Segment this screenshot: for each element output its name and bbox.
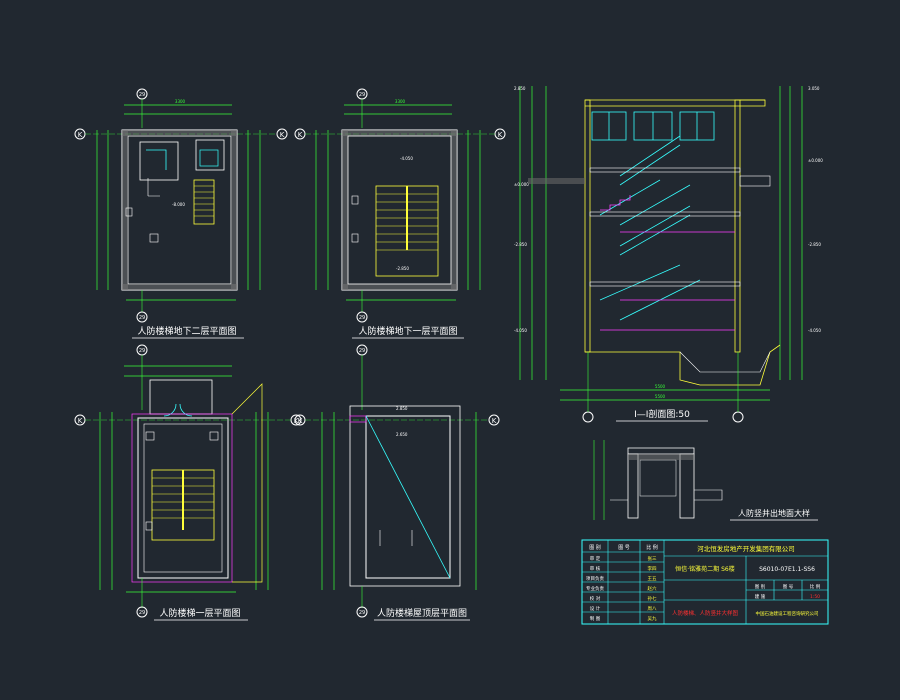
plan-b1: 29 3300 K K -4.050 -2.850 — [294, 88, 506, 339]
tb-company: 河北恒发房地产开发集团有限公司 — [697, 544, 795, 553]
section-pit — [585, 344, 781, 386]
axis-bubble-k-right-label: K — [280, 131, 285, 139]
tb-label: 设 计 — [590, 605, 601, 612]
axis-bubble-bottom-label: 29 — [139, 315, 145, 321]
title-block: 图 别 图 号 比 例 审 定 审 核 项目负责 专业负责 校 对 设 计 制 … — [581, 539, 829, 625]
svg-text:3.050: 3.050 — [808, 86, 820, 91]
tb-signer: 赵六 — [648, 585, 657, 592]
tb-drawing-no: S6010-07E1.1-SS6 — [759, 566, 815, 573]
section-1-1: 2.850 ±0.000 -2.850 -4.050 3.050 ±0.000 … — [514, 86, 823, 423]
tb-col-head-3: 比 例 — [646, 544, 658, 551]
tb-cell-head: 图 别 — [755, 583, 766, 590]
plan-b1-title: 人防楼梯地下一层平面图 — [358, 325, 457, 337]
tb-label: 校 对 — [590, 595, 601, 602]
dim-b1-top: 3300 — [395, 99, 406, 104]
b2-stair — [193, 179, 215, 225]
tb-col-head-2: 图 号 — [618, 545, 630, 551]
detail-title: 人防竖井出地面大样 — [738, 508, 810, 518]
axis-bubble-k-label: K — [298, 131, 303, 139]
axis-bubble-k-label: K — [492, 417, 497, 425]
axis-bubble-k-label: K — [294, 417, 299, 425]
tb-institute: 中国石油建设工程咨询研究公司 — [756, 610, 819, 617]
plan-f1-title: 人防楼梯一层平面图 — [159, 607, 240, 619]
plan-b2: 29 3300 K K - — [74, 88, 288, 339]
tb-cell-val: 建 施 — [755, 593, 766, 600]
roof-outline — [349, 405, 461, 587]
el-bot-left: -4.050 — [514, 328, 527, 333]
axis-bubble-k-label: K — [298, 417, 303, 425]
title-block-head: 图 别 图 号 比 例 — [589, 544, 658, 551]
svg-text:-2.850: -2.850 — [808, 242, 821, 247]
axis-bubble-bottom-label: 29 — [359, 610, 365, 616]
section-stair-flights — [599, 135, 701, 321]
tb-label: 审 核 — [590, 565, 601, 572]
section-windows — [591, 111, 715, 141]
svg-text:-8.000: -8.000 — [172, 202, 185, 207]
f1-wall-outer — [137, 417, 229, 579]
tb-label: 项目负责 — [586, 575, 604, 582]
section-wall-left — [584, 99, 591, 353]
tb-label: 专业负责 — [586, 585, 604, 592]
svg-text:2.850: 2.850 — [396, 406, 408, 411]
axis-bubble-top-label: 29 — [139, 348, 145, 354]
el-top-left: 2.850 — [514, 86, 526, 91]
tb-signer: 孙七 — [648, 595, 657, 602]
title-block-signers: 张三 李四 王五 赵六 孙七 周八 吴九 — [648, 555, 657, 622]
tb-drawing-name: 人防楼梯、人防竖井大样图 — [672, 609, 739, 617]
axis-bubble-top-label: 29 — [359, 348, 365, 354]
axis-bubble-bottom-label: 29 — [139, 610, 145, 616]
axis-bubble-top-label: 29 — [359, 92, 365, 98]
tb-signer: 李四 — [648, 565, 657, 572]
axis-bubble-top-label: 29 — [139, 92, 145, 98]
dim-sec-bot1: 5500 — [655, 384, 666, 389]
detail-shaft: 人防竖井出地面大样 — [593, 440, 818, 521]
el-mid-left: ±0.000 — [514, 182, 529, 187]
dim-sec-bot2: 5500 — [655, 394, 666, 399]
svg-text:-4.050: -4.050 — [400, 156, 413, 161]
tb-signer: 吴九 — [648, 615, 657, 622]
dim-b2-top: 3300 — [175, 99, 186, 104]
section-title: Ⅰ—Ⅰ剖面图:50 — [634, 408, 690, 420]
tb-signer: 周八 — [648, 606, 657, 612]
plan-roof: 29 K K 2.850 2.650 29 人防楼梯屋顶层平面图 — [294, 344, 500, 621]
tb-project: 恒信·铭雅苑二期 S6楼 — [675, 565, 734, 573]
tb-signer: 王五 — [648, 576, 657, 582]
plan-roof-title: 人防楼梯屋顶层平面图 — [377, 607, 467, 619]
axis-bubble-k-label: K — [498, 131, 503, 139]
tb-label: 审 定 — [590, 555, 601, 562]
section-wall-right — [734, 99, 741, 353]
title-block-labels: 审 定 审 核 项目负责 专业负责 校 对 设 计 制 图 — [586, 555, 604, 622]
axis-bubble-bottom-label: 29 — [359, 315, 365, 321]
b2-wall-inner — [127, 135, 232, 285]
b2-wall-outer — [121, 129, 238, 291]
axis-bubble-k-left-label: K — [78, 131, 83, 139]
el-low-left: -2.850 — [514, 242, 527, 247]
axis-bubble-k-label: K — [78, 417, 83, 425]
plan-b2-title: 人防楼梯地下二层平面图 — [137, 325, 236, 337]
plan-f1: 29 K K 29 人防楼 — [74, 344, 302, 621]
svg-text:-2.850: -2.850 — [396, 266, 409, 271]
tb-col-head-1: 图 别 — [589, 544, 601, 551]
axis-bubble-k-right — [276, 128, 288, 140]
tb-cell-val: 1:50 — [810, 594, 820, 600]
tb-cell-head: 图 号 — [783, 584, 794, 590]
svg-text:2.650: 2.650 — [396, 432, 408, 437]
tb-signer: 张三 — [648, 555, 657, 562]
svg-text:-4.050: -4.050 — [808, 328, 821, 333]
tb-label: 制 图 — [590, 615, 601, 622]
svg-text:±0.000: ±0.000 — [808, 158, 823, 163]
tb-cell-head: 比 例 — [810, 583, 821, 590]
